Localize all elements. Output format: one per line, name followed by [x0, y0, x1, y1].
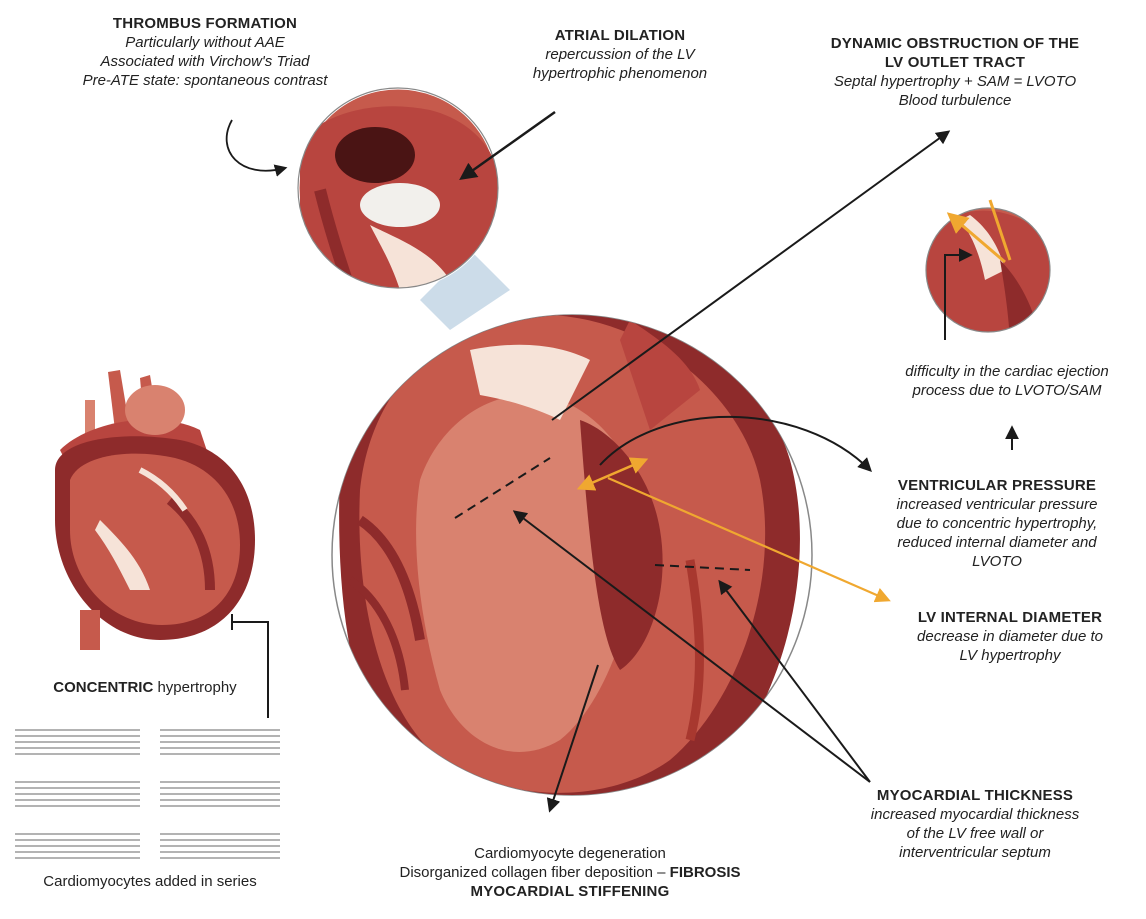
thrombus-title: THROMBUS FORMATION [112, 15, 298, 32]
heart-to-myocytes-connector [232, 621, 269, 718]
ventricular-pressure-label: VENTRICULAR PRESSURE increased ventricul… [862, 476, 1132, 571]
thrombus-line-1: Particularly without AAE [125, 34, 285, 51]
diameter-line-1: decrease in diameter due to [917, 628, 1103, 645]
myocyte-block-2 [15, 781, 280, 807]
cardiomyocytes-caption: Cardiomyocytes added in series [5, 872, 295, 891]
concentric-rest: hypertrophy [153, 679, 237, 696]
thickness-arrow-1 [512, 510, 871, 783]
whole-heart-illustration [55, 370, 255, 650]
ejection-line-1: difficulty in the cardiac ejection [905, 363, 1109, 380]
ventricular-line-3: reduced internal diameter and [897, 534, 1097, 551]
atrial-dilation-label: ATRIAL DILATION repercussion of the LV h… [490, 26, 750, 83]
lv-internal-diameter-label: LV INTERNAL DIAMETER decrease in diamete… [880, 608, 1140, 665]
dynamic-line-1: Septal hypertrophy + SAM = LVOTO [833, 73, 1077, 90]
ventricular-title: VENTRICULAR PRESSURE [897, 477, 1097, 494]
cardiomyocyte-rows [15, 729, 280, 859]
fibrosis-arrow [546, 664, 599, 813]
fibrosis-line-1: Cardiomyocyte degeneration [474, 845, 666, 862]
fibrosis-line-2: Disorganized collagen fiber deposition –… [340, 863, 800, 882]
myocyte-block-1 [15, 729, 280, 755]
thickness-arrow-2 [718, 579, 871, 783]
septum-dashed-line [454, 457, 551, 519]
atrial-line-2: hypertrophic phenomenon [532, 65, 708, 82]
atrial-title: ATRIAL DILATION [554, 27, 686, 44]
thickness-title: MYOCARDIAL THICKNESS [876, 787, 1074, 804]
myocyte-block-3 [15, 833, 280, 859]
ventricular-line-4: LVOTO [972, 553, 1022, 570]
ventricular-line-1: increased ventricular pressure [896, 496, 1098, 513]
thickness-line-3: interventricular septum [899, 844, 1051, 861]
thickness-line-2: of the LV free wall or [906, 825, 1044, 842]
dynamic-title-2: LV OUTLET TRACT [884, 54, 1026, 71]
concentric-hypertrophy-label: CONCENTRIC hypertrophy [20, 678, 270, 697]
atrial-dilation-arrow [459, 110, 556, 181]
thickness-line-1: increased myocardial thickness [870, 806, 1080, 823]
atrial-line-1: repercussion of the LV [545, 46, 695, 63]
ventricular-line-2: due to concentric hypertrophy, [896, 515, 1098, 532]
dynamic-title-1: DYNAMIC OBSTRUCTION OF THE [830, 35, 1080, 52]
lvot-inset [925, 199, 1051, 340]
fibrosis-line-2-bold: FIBROSIS [669, 864, 741, 881]
thrombus-line-2: Associated with Virchow's Triad [100, 53, 310, 70]
diameter-line-2: LV hypertrophy [959, 647, 1061, 664]
myocardial-thickness-label: MYOCARDIAL THICKNESS increased myocardia… [830, 786, 1120, 862]
thrombus-label: THROMBUS FORMATION Particularly without … [50, 14, 360, 90]
heart-cross-section [331, 314, 813, 796]
diameter-title: LV INTERNAL DIAMETER [917, 609, 1103, 626]
internal-diameter-marker [576, 457, 649, 491]
fibrosis-label: Cardiomyocyte degeneration Disorganized … [340, 844, 800, 901]
ejection-label: difficulty in the cardiac ejection proce… [872, 362, 1142, 400]
dynamic-line-2: Blood turbulence [898, 92, 1012, 109]
concentric-bold: CONCENTRIC [53, 679, 154, 696]
thrombus-curved-arrow [225, 119, 288, 177]
fibrosis-line-3: MYOCARDIAL STIFFENING [470, 883, 670, 900]
ejection-line-2: process due to LVOTO/SAM [912, 382, 1102, 399]
diameter-orange-arrow [607, 476, 891, 603]
fibrosis-line-2-text: Disorganized collagen fiber deposition – [399, 864, 670, 881]
ventricular-pressure-arrow [599, 415, 872, 472]
dynamic-obstruction-label: DYNAMIC OBSTRUCTION OF THE LV OUTLET TRA… [790, 34, 1120, 110]
freewall-dashed-line [654, 564, 751, 571]
thrombus-line-3: Pre-ATE state: spontaneous contrast [82, 72, 328, 89]
cardiomyocytes-caption-text: Cardiomyocytes added in series [43, 873, 257, 890]
zoom-wedge [420, 250, 510, 330]
lvoto-arrow [551, 130, 951, 421]
